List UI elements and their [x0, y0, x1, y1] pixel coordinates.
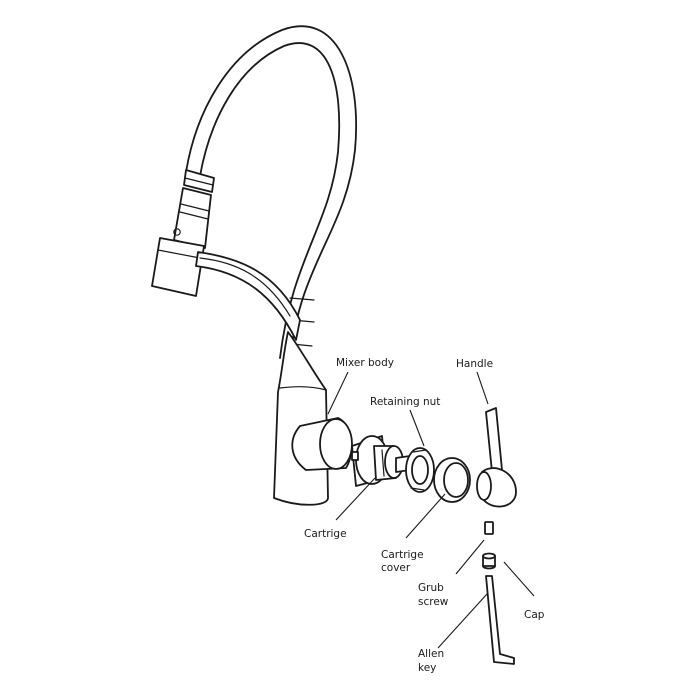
retaining-nut	[405, 447, 435, 493]
label-mixer-body: Mixer body	[336, 357, 394, 369]
label-allen-key-line1: Allen	[418, 648, 444, 660]
label-handle: Handle	[456, 358, 493, 370]
cartridge	[351, 435, 411, 487]
cap	[482, 552, 496, 570]
label-allen-key-line2: key	[418, 662, 436, 674]
label-grub-screw-line1: Grub	[418, 582, 444, 594]
label-cap: Cap	[524, 609, 545, 621]
label-retaining-nut: Retaining nut	[370, 396, 440, 408]
allen-key	[485, 575, 515, 665]
cartridge-cover	[433, 457, 471, 503]
label-cartrige-cover-line2: cover	[381, 562, 411, 574]
label-grub-screw-line2: screw	[418, 596, 449, 608]
flexible-hose	[185, 25, 357, 361]
mixer-body	[273, 331, 353, 506]
grub-screw	[484, 521, 494, 535]
spray-head	[151, 169, 215, 297]
spout	[195, 251, 301, 341]
label-cartrige-cover-line1: Cartrige	[381, 549, 424, 561]
handle	[476, 407, 517, 508]
label-cartrige: Cartrige	[304, 528, 347, 540]
leader-lines	[327, 371, 535, 649]
labels: Mixer body Handle Retaining nut Cartrige…	[304, 357, 545, 674]
